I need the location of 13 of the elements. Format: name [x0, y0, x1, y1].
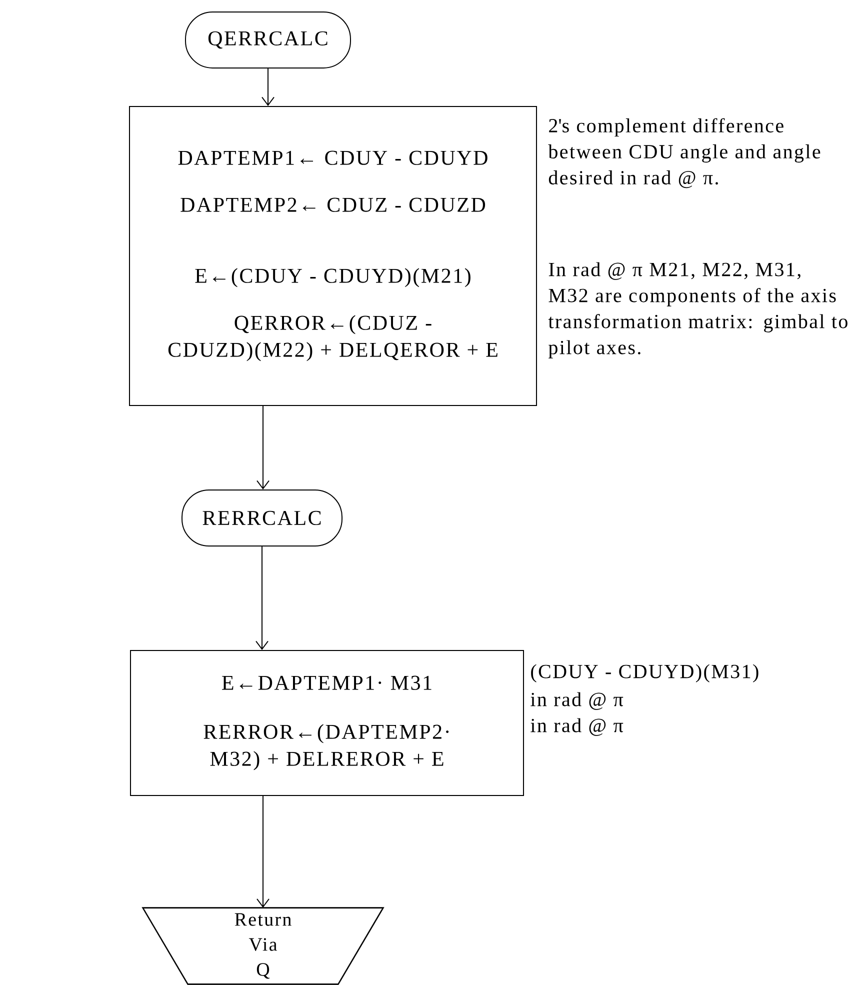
- terminal-box: RERRCALC: [182, 490, 342, 546]
- process-box: DAPTEMP1← CDUY - CDUYD DAPTEMP2← CDUZ - CDUZD E←(CDUY - CDUYD)(M21) QERROR←(CDUZ - CDUZD)(M22) + DELQEROR + E: [129, 106, 537, 406]
- note-text: In rad @ π M21, M22, M31, M32 are components of the axis transformation matrix: gimbal to pilot axes.: [548, 262, 848, 358]
- arrow: [256, 796, 270, 908]
- note-text: in rad @ π: [530, 718, 624, 736]
- note-text: (CDUY - CDUYD)(M31): [531, 664, 758, 682]
- note-text: 2's complement difference between CDU angle and angle desired in rad @ π.: [548, 118, 820, 188]
- note-text: in rad @ π: [530, 692, 624, 710]
- arrow: [256, 406, 270, 490]
- arrow: [256, 546, 268, 650]
- terminal-box: QERRCALC: [185, 12, 351, 68]
- process-box: E←DAPTEMP1· M31 RERROR←(DAPTEMP2· M32) + DELREROR + E: [130, 650, 524, 796]
- arrow: [262, 68, 274, 106]
